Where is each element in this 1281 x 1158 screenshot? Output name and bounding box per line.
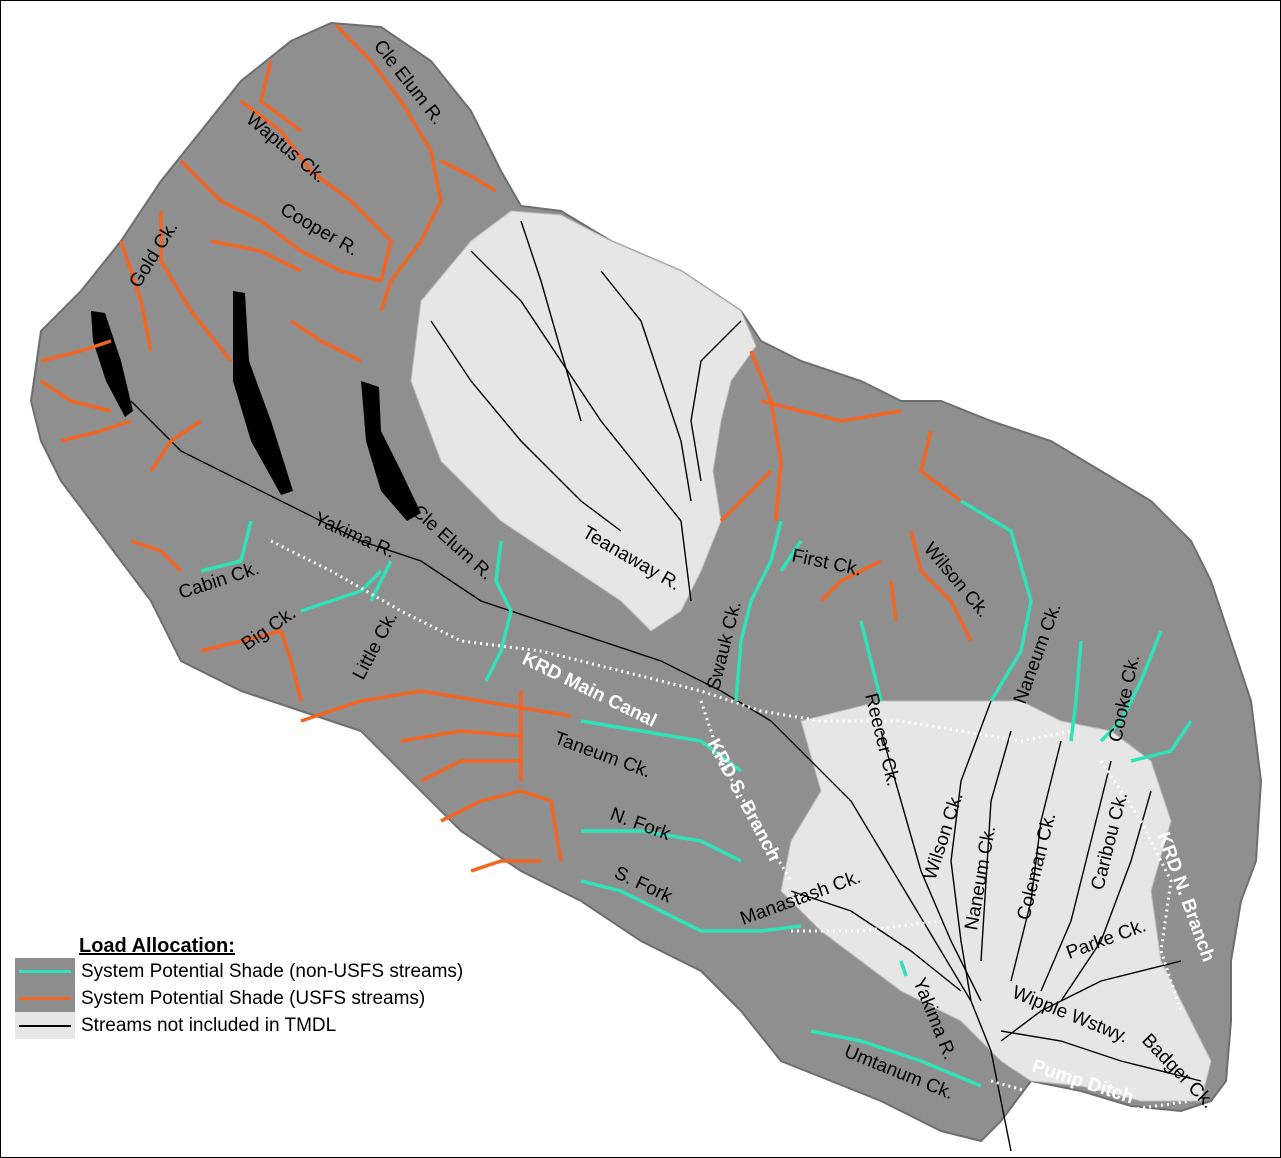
legend-swatch-excluded [15,1012,75,1039]
teanaway-excluded-area [410,210,757,632]
legend-title: Load Allocation: [79,935,235,957]
legend-swatch-non-usfs [15,958,75,985]
legend-label-excluded: Streams not included in TMDL [81,1014,337,1036]
non-usfs-streams [200,499,1193,1088]
legend-label-usfs: System Potential Shade (USFS streams) [81,987,426,1009]
legend-item-excluded: Streams not included in TMDL [15,1012,615,1039]
legend-item-usfs: System Potential Shade (USFS streams) [15,985,615,1012]
excluded-streams [130,220,1202,1152]
usfs-streams [40,23,973,873]
legend-item-non-usfs: System Potential Shade (non-USFS streams… [15,958,615,985]
legend: Load Allocation: System Potential Shade … [15,935,615,1039]
legend-label-non-usfs: System Potential Shade (non-USFS streams… [81,960,464,982]
lake-kachess [233,291,293,495]
lake-cle-elum [361,381,421,521]
legend-swatch-usfs [15,985,75,1012]
canals [270,539,1192,1113]
lake-keechelus [91,311,133,417]
